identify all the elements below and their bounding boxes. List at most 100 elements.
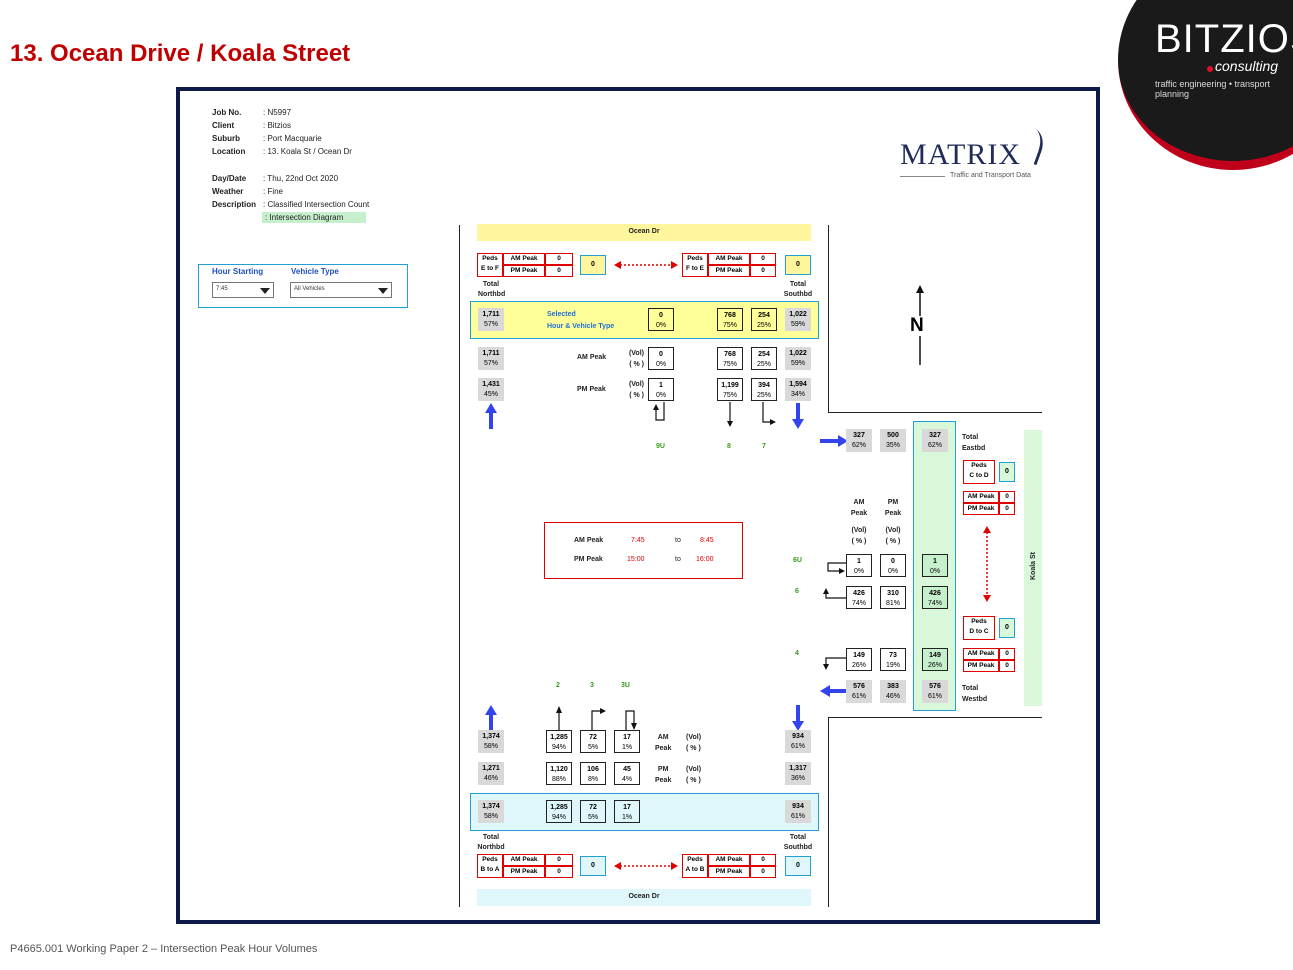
right-turn-arrow-icon — [591, 708, 606, 732]
left-turn-arrow-icon — [823, 657, 846, 670]
info-label: Description — [212, 200, 257, 209]
peds-crossing-arrow-icon — [614, 261, 678, 269]
north-label: N — [910, 315, 924, 336]
uturn-arrow-icon — [653, 402, 665, 421]
footer-text: P4665.001 Working Paper 2 – Intersection… — [10, 943, 318, 955]
chevron-down-icon — [260, 288, 270, 294]
am-peak-to: 8:45 — [700, 537, 714, 544]
movement-8-label: 8 — [727, 443, 731, 450]
peds-total: 0 — [999, 462, 1015, 482]
am-peak-row-label: AM Peak — [577, 354, 607, 361]
peds-total: 0 — [785, 255, 811, 275]
peds-am-value: 0 — [750, 253, 776, 265]
info-label: Job No. — [212, 108, 242, 117]
pm-peak-label: PM Peak — [963, 660, 999, 672]
page-title: 13. Ocean Drive / Koala Street — [10, 40, 351, 67]
peds-pm-value: 0 — [545, 866, 573, 878]
peds-total: 0 — [580, 255, 606, 275]
road-edge-koala-north — [828, 412, 1042, 413]
selected-band-south — [470, 793, 819, 831]
info-value: : N5997 — [263, 108, 292, 117]
arrow-up-icon — [485, 403, 497, 429]
peds-am-value: 0 — [750, 854, 776, 866]
vol-pct-label: (Vol)( % ) — [885, 527, 901, 545]
peds-pm-value: 0 — [999, 660, 1015, 672]
pm-peak-label: PM Peak — [963, 503, 999, 515]
pm-peak-label: PM Peak — [708, 265, 750, 277]
pm-peak-row-label: PM Peak — [577, 386, 606, 393]
movement-4-label: 4 — [795, 650, 799, 657]
pm-peak-time-label: PM Peak — [574, 556, 603, 563]
vol-pct-label: (Vol)( % ) — [686, 766, 702, 784]
road-label-east: Koala St — [1030, 552, 1037, 581]
info-value: : 13. Koala St / Ocean Dr — [263, 147, 352, 156]
arrow-down-icon — [792, 705, 804, 731]
info-value-highlight: : Intersection Diagram — [262, 212, 366, 223]
am-peak-label: AM Peak — [708, 253, 750, 265]
hour-starting-dropdown[interactable]: 7:45 — [212, 282, 274, 298]
am-peak-label: AM Peak — [503, 253, 545, 265]
peds-am-value: 0 — [999, 648, 1015, 660]
info-label: Day/Date — [212, 174, 247, 183]
movement-6u-label: 6U — [793, 557, 802, 564]
vol-pct-label: (Vol)( % ) — [851, 527, 867, 545]
pm-peak-label: PM Peak — [708, 866, 750, 878]
info-value: : Thu, 22nd Oct 2020 — [263, 174, 339, 183]
info-label: Suburb — [212, 134, 240, 143]
info-value: : Classified Intersection Count — [263, 200, 370, 209]
movement-6-label: 6 — [795, 588, 799, 595]
right-turn-arrow-icon — [823, 588, 846, 599]
info-value: : Port Macquarie — [263, 134, 322, 143]
movement-7-label: 7 — [762, 443, 766, 450]
info-label: Location — [212, 147, 246, 156]
peds-pm-value: 0 — [750, 265, 776, 277]
vehicle-type-value: All Vehicles — [294, 286, 325, 292]
peds-am-value: 0 — [545, 253, 573, 265]
matrix-divider — [900, 176, 945, 177]
peds-pm-value: 0 — [999, 503, 1015, 515]
hour-starting-value: 7:45 — [216, 286, 228, 292]
matrix-tagline: Traffic and Transport Data — [950, 172, 1031, 179]
vehicle-type-dropdown[interactable]: All Vehicles — [290, 282, 392, 298]
movement-3u-label: 3U — [621, 682, 630, 689]
road-label-north: Ocean Dr — [477, 224, 811, 241]
arrow-right-icon — [820, 435, 848, 447]
